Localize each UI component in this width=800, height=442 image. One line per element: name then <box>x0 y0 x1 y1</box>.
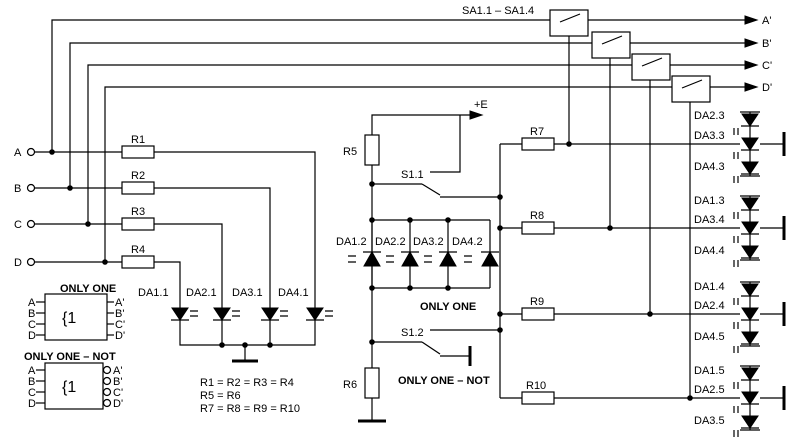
arrow-c-icon <box>744 60 759 70</box>
input-label-b: B <box>14 183 21 195</box>
led-da1-1-label: DA1.1 <box>138 287 169 299</box>
gate-only-one-not-title: ONLY ONE – NOT <box>24 351 116 363</box>
right-led-3-2 <box>741 415 759 429</box>
equation-3: R7 = R8 = R9 = R10 <box>200 403 300 415</box>
r8-label: R8 <box>530 210 544 222</box>
r5-label: R5 <box>343 146 357 158</box>
led-da1-5-label: DA1.5 <box>694 365 725 377</box>
only-one-not-label: ONLY ONE – NOT <box>398 375 490 387</box>
gate2-out-b: B' <box>113 376 122 388</box>
right-led-1-2 <box>741 245 759 259</box>
only-one-label: ONLY ONE <box>420 301 476 313</box>
led-da2-2-label: DA2.2 <box>375 236 406 248</box>
led-da1-4-label: DA1.4 <box>694 281 725 293</box>
equation-2: R5 = R6 <box>200 390 241 402</box>
gate-symbol-1: {1 <box>62 310 76 327</box>
gate-only-one <box>36 293 114 341</box>
gate1-in-c: C <box>28 319 36 331</box>
arrow-d-icon <box>744 82 759 92</box>
switch-block <box>549 9 711 398</box>
led-da3-1-label: DA3.1 <box>232 287 263 299</box>
supply-label: +E <box>474 99 488 111</box>
gate1-out-a: A' <box>115 297 124 309</box>
gate2-in-a: A <box>28 365 36 377</box>
gate-only-one-not <box>36 362 112 410</box>
led-da2-3-label: DA2.3 <box>694 110 725 122</box>
right-led-1-0 <box>741 197 759 211</box>
led-da4-3-label: DA4.3 <box>694 161 725 173</box>
gate2-in-c: C <box>28 387 36 399</box>
r9-label: R9 <box>530 296 544 308</box>
gate2-out-a: A' <box>113 365 122 377</box>
r10-label: R10 <box>526 380 546 392</box>
r7-label: R7 <box>530 126 544 138</box>
gate1-in-a: A <box>28 297 36 309</box>
input-lines <box>26 145 316 308</box>
output-label-b: B' <box>762 38 771 50</box>
led-da4-5-label: DA4.5 <box>694 331 725 343</box>
arrow-a-icon <box>744 15 759 25</box>
right-led-2-2 <box>741 331 759 345</box>
led-da3-4-label: DA3.4 <box>694 214 725 226</box>
led-da2-4-label: DA2.4 <box>694 300 725 312</box>
gate1-out-c: C' <box>115 319 125 331</box>
right-led-0-2 <box>741 161 759 175</box>
r4-label: R4 <box>131 244 145 256</box>
middle-section <box>348 110 503 423</box>
input-label-d: D <box>14 257 22 269</box>
gate2-in-d: D <box>28 398 36 410</box>
right-led-3-0 <box>741 367 759 381</box>
gate1-out-d: D' <box>115 330 125 342</box>
output-bus <box>51 15 759 262</box>
gate-only-one-title: ONLY ONE <box>60 283 116 295</box>
switch-s1-1-label: S1.1 <box>401 169 424 181</box>
switch-block-label: SA1.1 – SA1.4 <box>462 5 534 17</box>
arrow-b-icon <box>744 38 759 48</box>
r2-label: R2 <box>131 170 145 182</box>
output-label-c: C' <box>762 60 772 72</box>
output-label-d: D' <box>762 82 772 94</box>
output-label-a: A' <box>762 15 771 27</box>
right-led-2-0 <box>741 283 759 297</box>
led-da3-2-label: DA3.2 <box>413 236 444 248</box>
r6-body <box>364 367 380 399</box>
input-label-a: A <box>14 147 22 159</box>
gate-symbol-2: {1 <box>62 379 76 396</box>
gate2-out-c: C' <box>113 387 123 399</box>
led-da2-1-label: DA2.1 <box>186 287 217 299</box>
led-da1-2-label: DA1.2 <box>336 236 367 248</box>
gate1-in-d: D <box>28 330 36 342</box>
led-da3-3-label: DA3.3 <box>694 130 725 142</box>
right-section <box>500 111 786 437</box>
switch-s1-2-label: S1.2 <box>401 327 424 339</box>
led-da2-5-label: DA2.5 <box>694 384 725 396</box>
input-label-c: C <box>14 219 22 231</box>
equation-1: R1 = R2 = R3 = R4 <box>200 377 294 389</box>
gate1-out-b: B' <box>115 308 124 320</box>
r1-label: R1 <box>131 134 145 146</box>
gate2-in-b: B <box>28 376 35 388</box>
right-led-0-0 <box>741 113 759 127</box>
bottom-leds <box>171 307 333 363</box>
r6-label: R6 <box>343 379 357 391</box>
led-da3-5-label: DA3.5 <box>694 415 725 427</box>
led-da4-1-label: DA4.1 <box>278 287 309 299</box>
led-da4-4-label: DA4.4 <box>694 245 725 257</box>
gate2-out-d: D' <box>113 398 123 410</box>
gate1-in-b: B <box>28 308 35 320</box>
led-da1-3-label: DA1.3 <box>694 195 725 207</box>
r3-label: R3 <box>131 206 145 218</box>
led-da4-2-label: DA4.2 <box>452 236 483 248</box>
